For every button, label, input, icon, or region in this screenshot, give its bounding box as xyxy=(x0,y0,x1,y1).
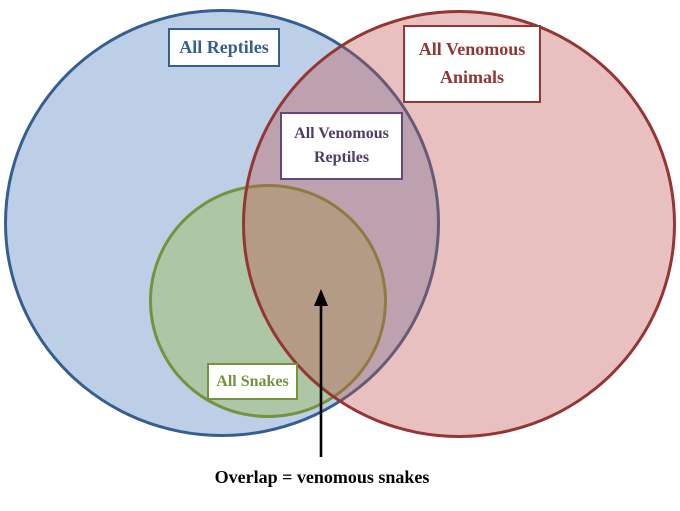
all-venomous-animals-label-line2: Animals xyxy=(439,66,504,87)
all-venomous-animals-label: All Venomous Animals xyxy=(403,25,541,103)
overlap-caption: Overlap = venomous snakes xyxy=(214,467,430,487)
up-arrow-icon xyxy=(314,289,328,457)
all-snakes-label-text: All Snakes xyxy=(216,372,289,390)
all-reptiles-label-text: All Reptiles xyxy=(179,36,269,57)
all-venomous-reptiles-label-line1: All Venomous xyxy=(294,125,389,143)
all-reptiles-label: All Reptiles xyxy=(168,28,280,67)
all-venomous-reptiles-label-line2: Reptiles xyxy=(313,149,370,167)
all-venomous-reptiles-label: All Venomous Reptiles xyxy=(280,112,403,180)
all-snakes-label: All Snakes xyxy=(207,363,298,400)
all-venomous-animals-label-line1: All Venomous xyxy=(418,39,526,60)
